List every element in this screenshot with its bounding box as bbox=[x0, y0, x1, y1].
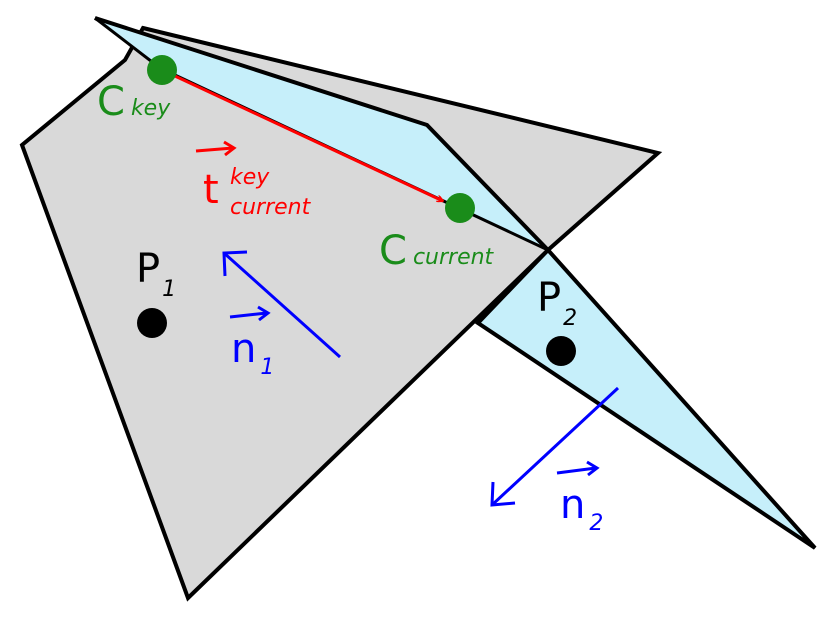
n1-overarrow bbox=[229, 305, 271, 322]
label-p1: P1 bbox=[136, 246, 176, 302]
point-p1 bbox=[137, 308, 167, 338]
normal-n2-shaft bbox=[490, 386, 620, 507]
plane-1-gray bbox=[19, 25, 663, 602]
n2-overarrow bbox=[556, 460, 600, 477]
label-t: t bbox=[203, 167, 219, 213]
plane-2-edge-top bbox=[94, 16, 161, 70]
t-overarrow bbox=[195, 140, 237, 157]
label-p2: P2 bbox=[537, 275, 577, 331]
normal-n2-head bbox=[490, 481, 516, 507]
translation-vector bbox=[161, 68, 443, 203]
camera-center-current bbox=[445, 193, 475, 223]
label-t-superscript: key bbox=[230, 165, 270, 190]
normal-n1-head bbox=[222, 250, 248, 277]
label-t-subscript: current bbox=[230, 195, 312, 220]
plane-2-blue-sliver bbox=[95, 18, 548, 250]
point-p2 bbox=[546, 336, 576, 366]
camera-center-key bbox=[147, 55, 177, 85]
plane-2-edge-upper bbox=[94, 16, 550, 252]
normal-n1-shaft bbox=[222, 251, 342, 359]
